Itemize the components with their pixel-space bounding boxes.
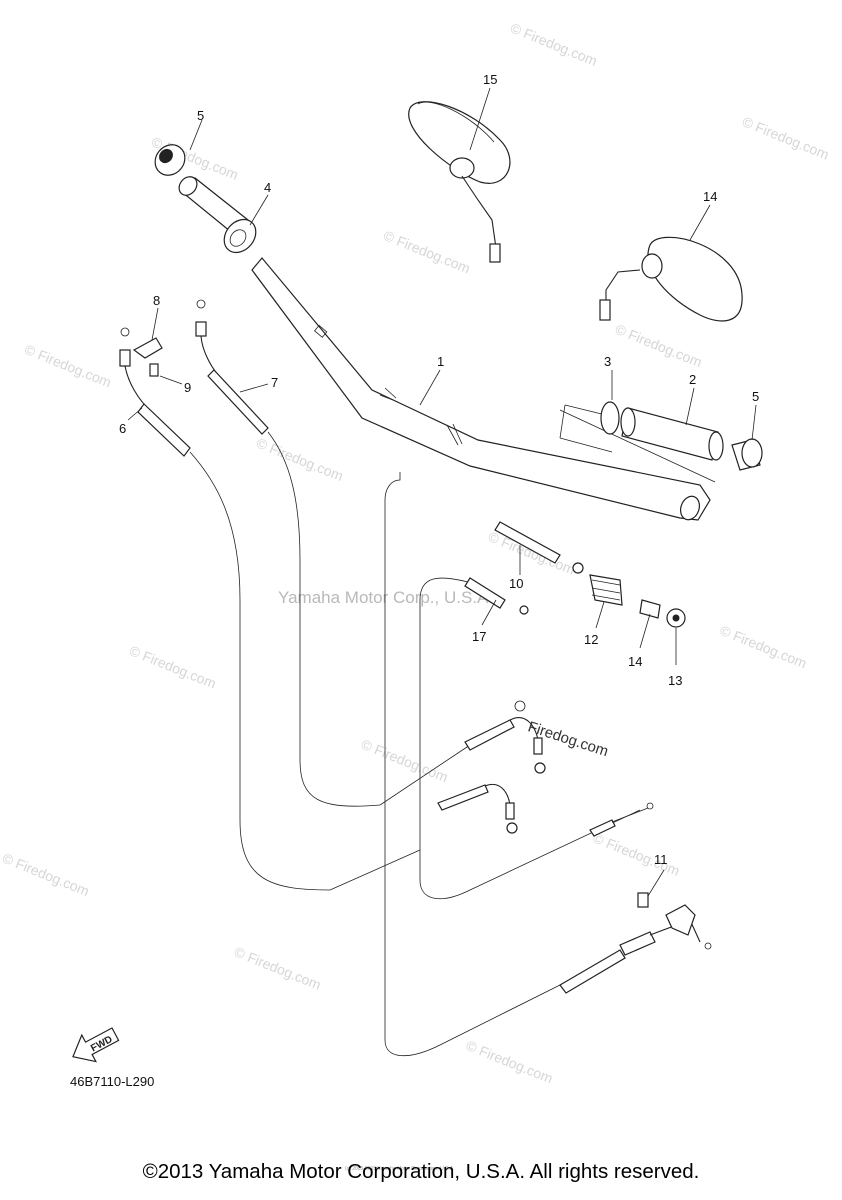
watermark: © Firedog.com xyxy=(464,1037,555,1086)
callout-10: 10 xyxy=(509,576,523,591)
fwd-arrow-icon: FWD xyxy=(72,1027,120,1063)
throttle-assembly xyxy=(384,472,686,1057)
left-grip xyxy=(178,176,257,254)
bracket-8 xyxy=(132,337,163,377)
watermark: © Firedog.com xyxy=(508,20,599,69)
callouts: 5 4 15 14 1 3 2 5 8 7 9 6 10 17 12 14 13… xyxy=(119,72,759,867)
watermark: © Firedog.com xyxy=(718,622,809,671)
watermark: © Firedog.com xyxy=(127,642,218,691)
lower-cable-ends xyxy=(437,700,654,837)
callout-5-left: 5 xyxy=(197,108,204,123)
callout-14: 14 xyxy=(628,654,642,669)
end-cap-left xyxy=(154,144,186,176)
diagram-code: 46B7110-L290 xyxy=(70,1074,154,1089)
watermark: © Firedog.com xyxy=(359,736,450,785)
watermark: © Firedog.com xyxy=(740,113,831,162)
mirror-left xyxy=(408,101,511,263)
callout-5-right: 5 xyxy=(752,389,759,404)
callout-7: 7 xyxy=(271,375,278,390)
watermark: © Firedog.com xyxy=(22,341,113,390)
end-cap-right xyxy=(731,438,763,471)
callout-6: 6 xyxy=(119,421,126,436)
watermark: © Firedog.com xyxy=(613,321,704,370)
watermark: © Firedog.com xyxy=(381,227,472,276)
watermark: © Firedog.com xyxy=(591,830,682,879)
callout-3: 3 xyxy=(604,354,611,369)
watermark: © Firedog.com xyxy=(254,435,345,484)
tiny-copyright: (c) 2005-2015 Yamaha Motor Corporation, … xyxy=(345,1166,455,1172)
leader-lines xyxy=(127,87,757,897)
clutch-cable xyxy=(559,892,712,994)
callout-1: 1 xyxy=(437,354,444,369)
mirror-right xyxy=(599,236,743,322)
callout-9: 9 xyxy=(184,380,191,395)
cable-7 xyxy=(195,299,471,807)
center-watermark: Yamaha Motor Corp., U.S.A. xyxy=(278,588,493,607)
watermark: © Firedog.com xyxy=(486,528,577,577)
callout-8: 8 xyxy=(153,293,160,308)
callout-4: 4 xyxy=(264,180,271,195)
handlebar xyxy=(251,257,716,521)
watermark: © Firedog.com xyxy=(0,850,91,899)
copyright-notice: ©2013 Yamaha Motor Corporation, U.S.A. A… xyxy=(142,1160,700,1183)
callout-15: 14 xyxy=(703,189,717,204)
callout-16: 15 xyxy=(483,72,497,87)
callout-13: 13 xyxy=(668,673,682,688)
callout-17: 17 xyxy=(472,629,486,644)
callout-11: 11 xyxy=(654,852,668,867)
right-grip xyxy=(559,401,724,461)
watermark-grid: © Firedog.com © Firedog.com © Firedog.co… xyxy=(0,20,831,1087)
callout-2: 2 xyxy=(689,372,696,387)
callout-12: 12 xyxy=(584,632,598,647)
watermark: © Firedog.com xyxy=(232,943,323,992)
fwd-label: FWD xyxy=(89,1034,114,1054)
